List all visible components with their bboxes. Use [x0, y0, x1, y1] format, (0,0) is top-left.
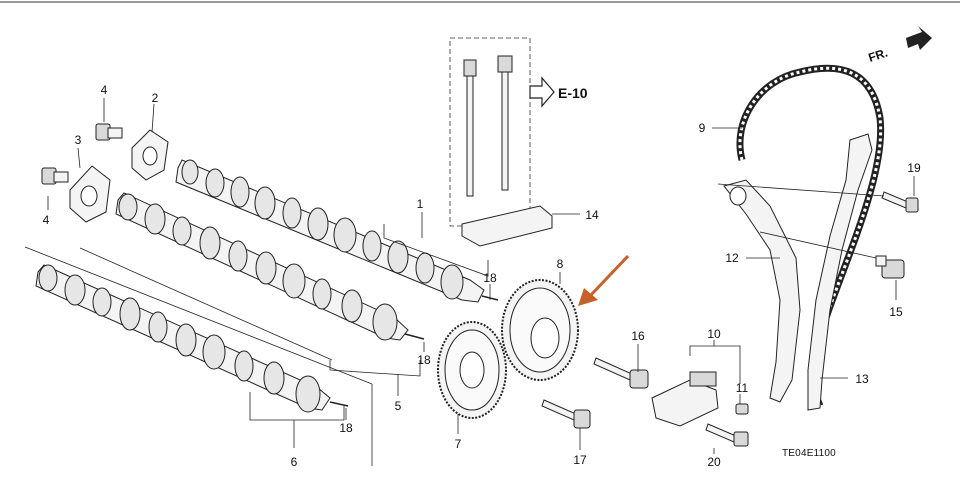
collar-15 [875, 255, 905, 279]
part-label-18-upper: 18 [483, 271, 497, 285]
leader-19 [717, 183, 885, 197]
part-label-4-upper: 4 [101, 83, 108, 97]
bolt-17 [541, 399, 591, 429]
front-direction-arrow [906, 26, 932, 50]
highlight-arrow [578, 254, 630, 306]
camshaft-upper [175, 159, 499, 303]
pulse-plate-2 [131, 129, 169, 181]
camshaft-lower [35, 264, 349, 413]
part-label-14: 14 [585, 208, 599, 222]
part-label-12: 12 [725, 251, 739, 265]
part-label-8: 8 [557, 257, 564, 271]
part-label-5: 5 [395, 399, 402, 413]
part-label-10: 10 [707, 327, 721, 341]
reference-label: E-10 [558, 85, 588, 101]
part-label-15: 15 [889, 305, 903, 319]
part-label-13: 13 [855, 372, 869, 386]
part-label-17: 17 [573, 453, 587, 467]
long-bolt-right [497, 55, 513, 191]
part-label-11: 11 [736, 381, 749, 395]
long-bolt-left [463, 59, 477, 197]
bracket-14 [461, 205, 553, 247]
drawing-code: TE04E1100 [782, 448, 836, 459]
bolt-4-lower [41, 167, 69, 185]
part-label-18-lower: 18 [339, 421, 353, 435]
camshaft-middle [115, 192, 425, 341]
bolt-11 [735, 403, 749, 415]
reference-line [24, 246, 373, 385]
tensioner-arm [723, 179, 801, 403]
part-label-1: 1 [417, 197, 424, 211]
reference-arrow [529, 76, 555, 108]
bolt-group-box [449, 37, 531, 227]
part-label-4-lower: 4 [43, 213, 50, 227]
bolt-4-upper [95, 123, 123, 141]
part-label-7: 7 [455, 437, 462, 451]
leader-lines [47, 98, 915, 454]
part-label-20: 20 [707, 455, 721, 469]
pulse-plate-3 [69, 165, 111, 223]
part-label-6: 6 [291, 455, 298, 469]
front-direction-label: FR. [867, 46, 890, 65]
part-label-9: 9 [699, 121, 706, 135]
sprocket-8 [501, 279, 579, 381]
sprocket-7 [437, 321, 507, 419]
bolt-16 [593, 357, 649, 389]
bolt-20 [705, 423, 749, 447]
chain-guide [807, 133, 873, 411]
part-label-16: 16 [631, 329, 645, 343]
leader-15 [759, 231, 877, 259]
part-label-18-middle: 18 [417, 353, 431, 367]
part-label-3: 3 [75, 133, 82, 147]
auto-tensioner [651, 371, 719, 427]
part-label-2: 2 [152, 91, 159, 105]
part-label-19: 19 [907, 161, 921, 175]
bolt-19 [881, 191, 919, 213]
reference-line [79, 247, 333, 361]
